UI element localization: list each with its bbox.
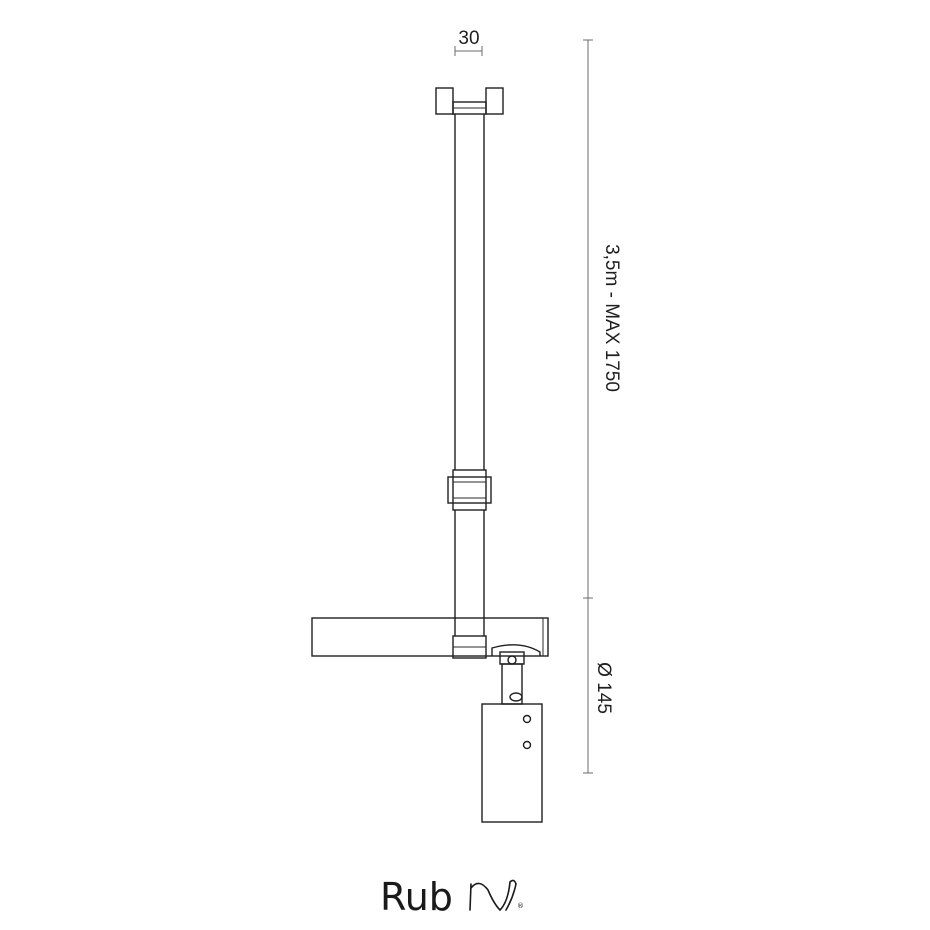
horizontal-track [311,617,549,657]
spot-adapter [491,644,541,705]
length-label: 3,5m - MAX 1750 [601,244,622,392]
mid-coupler [447,469,492,511]
suspension-tube [454,114,485,470]
tube-end-cap [452,635,487,659]
registered-mark: ® [517,902,524,910]
diameter-label: Ø 145 [593,662,614,714]
spotlight-body [481,703,543,823]
logo-text: Rub [380,875,453,919]
width-label: 30 [458,28,479,49]
width-dimension: 30 [454,28,483,56]
ruby-script-n-icon [469,879,517,912]
ceiling-bracket [435,87,504,115]
length-dimension: 3,5m - MAX 1750 [583,39,622,599]
brand-logo: Rub ® [380,875,524,919]
lower-tube [454,510,485,636]
diameter-dimension: Ø 145 [583,598,614,774]
